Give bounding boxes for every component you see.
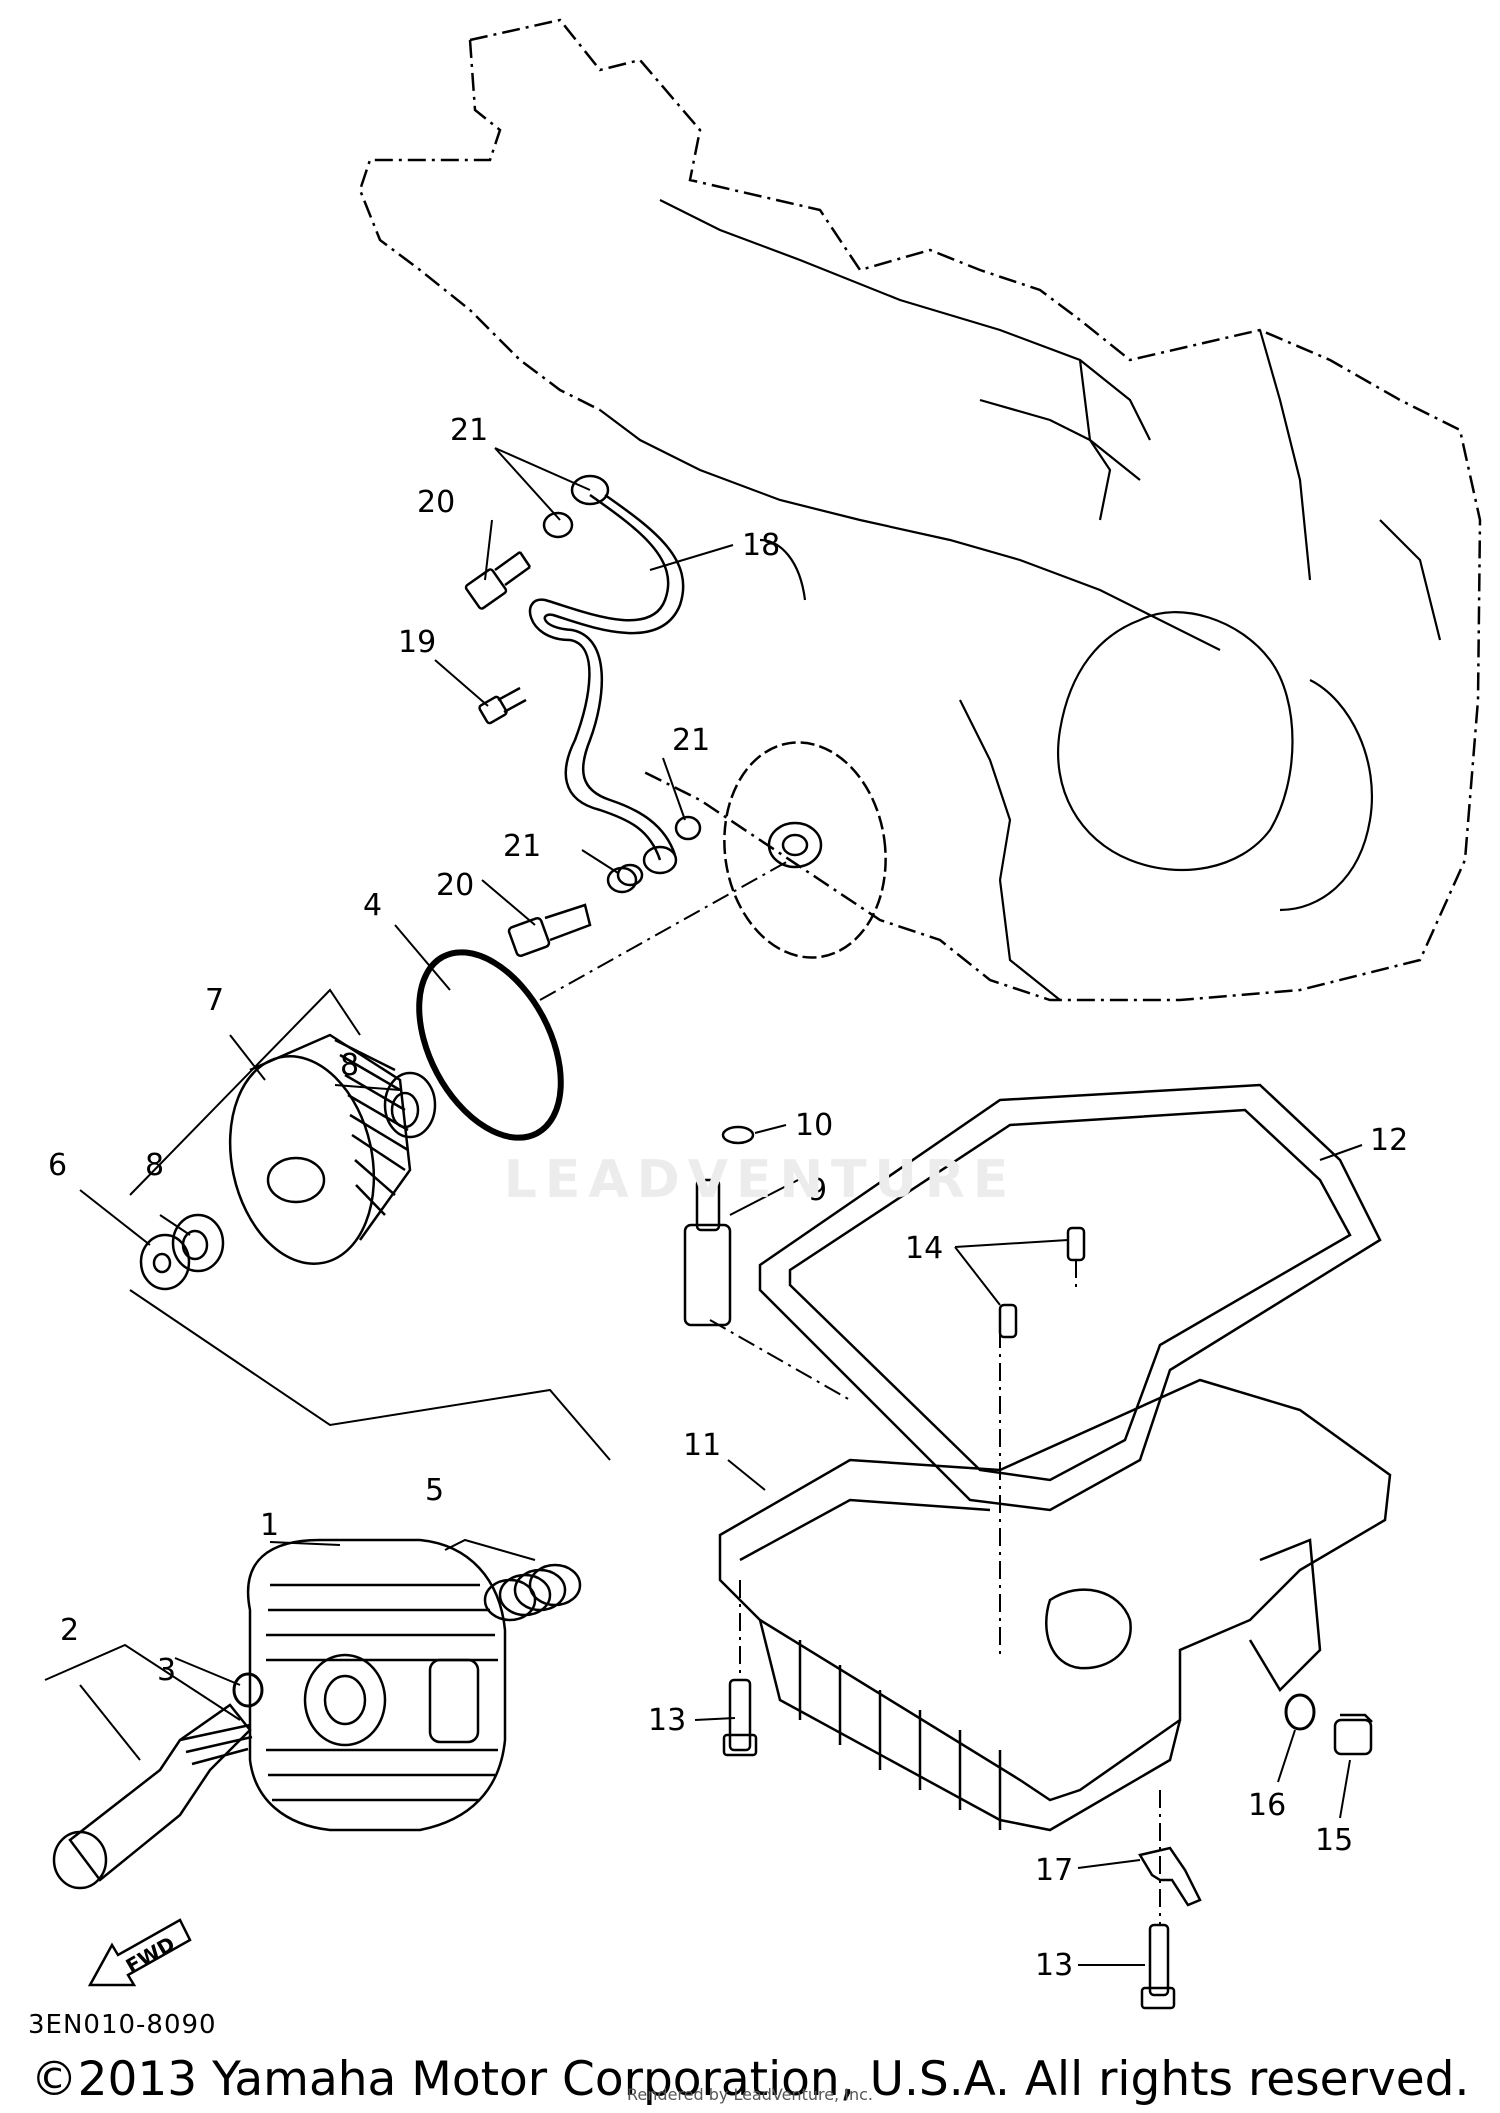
callout-16: 16 [1248, 1788, 1286, 1823]
callout-14: 14 [905, 1231, 943, 1266]
fwd-label: FWD [122, 1931, 179, 1978]
oil-cooler-mount [723, 741, 887, 959]
o-ring-10 [721, 1125, 755, 1145]
oil-filter-element [228, 1033, 412, 1265]
bolt-19 [478, 686, 527, 725]
watermark: LEADVENTURE [503, 1150, 1017, 1210]
callout-11: 11 [683, 1428, 721, 1463]
callout-6: 6 [48, 1148, 67, 1183]
callout-5: 5 [425, 1473, 444, 1508]
group-brackets [44, 988, 611, 1721]
callout-20b: 20 [436, 868, 474, 903]
callout-2: 2 [60, 1613, 79, 1648]
callout-4: 4 [363, 888, 382, 923]
oil-pan-gasket [758, 1083, 1382, 1512]
callout-8a: 8 [340, 1048, 359, 1083]
drain-plug-15 [1333, 1713, 1373, 1756]
bolt-20-upper [464, 550, 532, 610]
oil-pipe [528, 474, 685, 887]
callout-15: 15 [1315, 1823, 1353, 1858]
callout-3: 3 [157, 1653, 176, 1688]
o-ring-3 [232, 1672, 264, 1708]
oil-pan [718, 1378, 1392, 1832]
callout-7: 7 [205, 983, 224, 1018]
leader-lines [79, 447, 1363, 1966]
callout-numbers: 1 2 3 4 5 6 7 8 8 9 10 11 12 13 13 14 15… [48, 413, 1408, 1983]
callout-17: 17 [1035, 1853, 1073, 1888]
callout-18: 18 [742, 528, 780, 563]
washers-21 [542, 511, 702, 894]
gasket-16 [1284, 1693, 1316, 1731]
callout-1: 1 [260, 1508, 279, 1543]
callout-21b: 21 [672, 723, 710, 758]
copyright-notice: ©2013 Yamaha Motor Corporation, U.S.A. A… [30, 2052, 1470, 2107]
fwd-arrow [87, 1918, 192, 1987]
callout-20a: 20 [417, 485, 455, 520]
callout-12: 12 [1370, 1123, 1408, 1158]
diagram-code: 3EN010-8090 [28, 2010, 217, 2040]
callout-10: 10 [795, 1108, 833, 1143]
bracket-17 [1138, 1846, 1202, 1907]
spring-5 [483, 1563, 582, 1622]
union-bolt-2 [52, 1703, 253, 1890]
callout-9: 9 [808, 1173, 827, 1208]
callout-13a: 13 [648, 1703, 686, 1738]
callout-8b: 8 [145, 1148, 164, 1183]
seal-8-right [383, 1071, 437, 1139]
engine-detail-lines [599, 199, 1442, 1001]
callout-13b: 13 [1035, 1948, 1073, 1983]
washer-6 [139, 1233, 191, 1291]
o-ring-4 [416, 949, 564, 1141]
callout-21c: 21 [503, 829, 541, 864]
filter-housing [246, 1538, 507, 1832]
rendered-by-notice: Rendered by LeadVenture, Inc. [627, 2085, 873, 2104]
bolt-13-bottom [1140, 1923, 1176, 2010]
callout-21a: 21 [450, 413, 488, 448]
engine-outline [358, 18, 1482, 1002]
relief-valve-9 [683, 1178, 732, 1327]
bolt-20-lower [507, 903, 592, 958]
callout-19: 19 [398, 625, 436, 660]
